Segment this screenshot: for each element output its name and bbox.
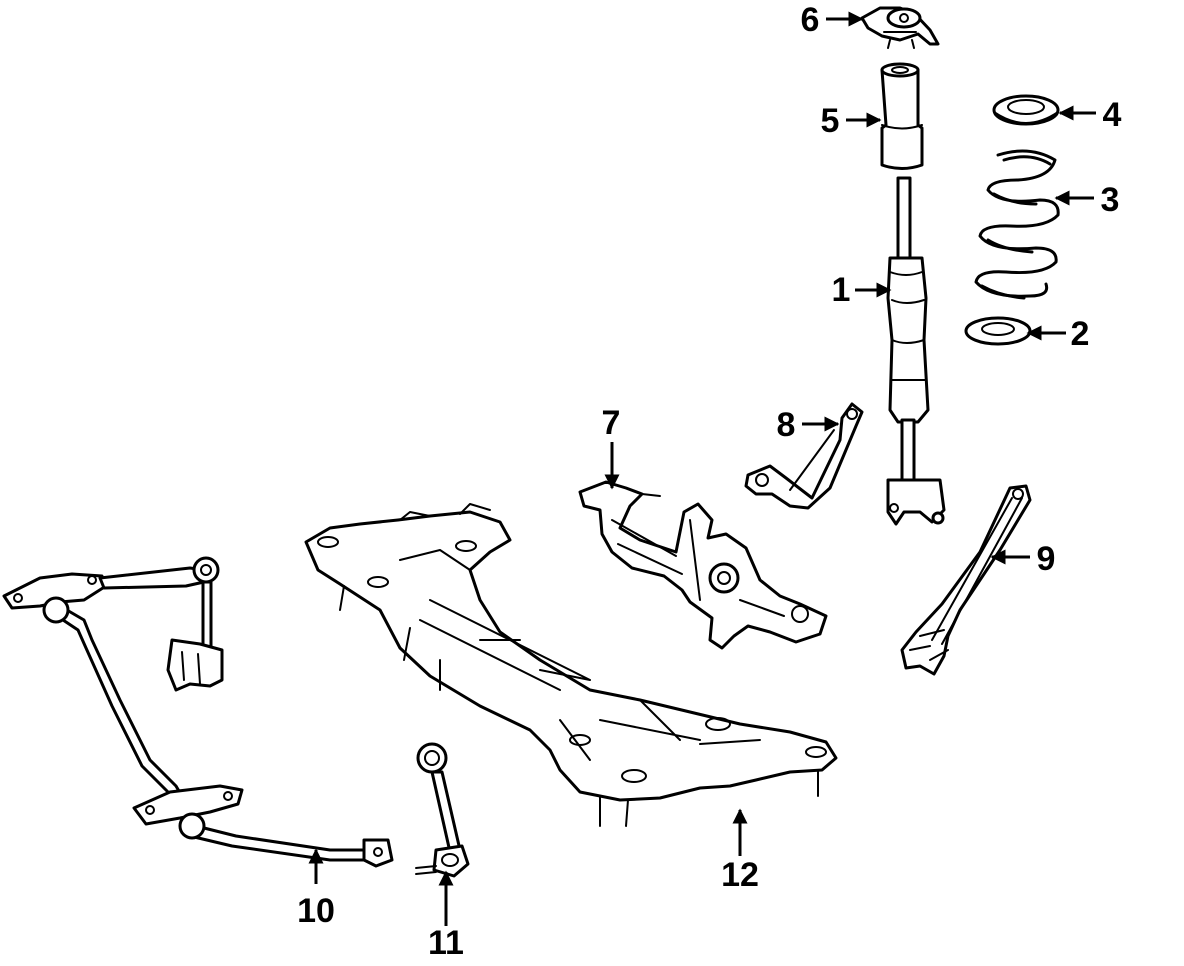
upper-spring-seat-part [992, 94, 1060, 126]
crossmember-part [304, 503, 838, 827]
callout-10: 10 [297, 892, 335, 930]
callout-11: 11 [428, 924, 464, 962]
callout-2: 2 [1071, 315, 1090, 353]
callout-1: 1 [832, 271, 851, 309]
stabilizer-link-part [415, 742, 470, 878]
trailing-arm-part [900, 484, 1032, 676]
stabilizer-bar-part [2, 566, 394, 868]
callouts: 1 2 3 4 5 6 7 8 9 10 11 12 [297, 1, 1121, 962]
lower-spring-seat-part [964, 316, 1032, 346]
upper-stabilizer-link-part [166, 556, 224, 692]
callout-7: 7 [602, 404, 621, 442]
knuckle-part [578, 480, 828, 650]
upper-control-arm-part [744, 402, 864, 510]
callout-5: 5 [821, 102, 840, 140]
callout-6: 6 [801, 1, 820, 39]
strut-mount-part [860, 6, 940, 49]
bump-stop-part [880, 62, 924, 170]
callout-12: 12 [721, 856, 759, 894]
callout-8: 8 [777, 406, 796, 444]
coil-spring-part [974, 149, 1060, 300]
callout-3: 3 [1101, 181, 1120, 219]
callout-9: 9 [1037, 540, 1056, 578]
shock-absorber-part [886, 176, 946, 526]
leader-lines [308, 11, 1096, 926]
callout-4: 4 [1103, 96, 1122, 134]
